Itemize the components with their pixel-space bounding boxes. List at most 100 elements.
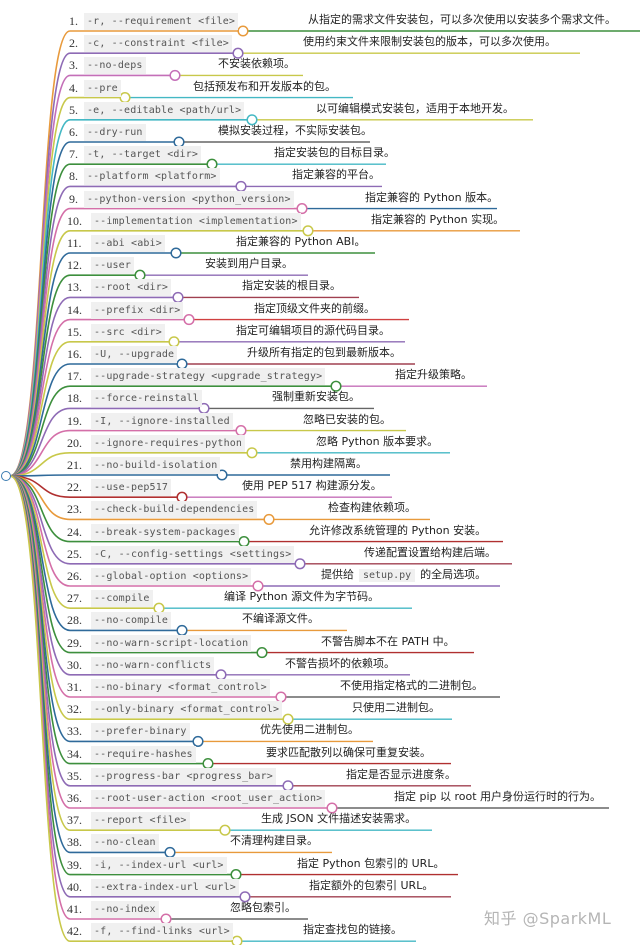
- branch-connector: [9, 474, 217, 477]
- option-flag[interactable]: -I, --ignore-installed: [91, 412, 233, 430]
- option-flag[interactable]: --pre: [84, 79, 121, 97]
- branch-node-circle[interactable]: [219, 824, 231, 836]
- option-description: 指定 Python 包索引的 URL。: [297, 856, 445, 870]
- option-number: 30.: [67, 657, 82, 672]
- option-flag[interactable]: -C, --config-settings <settings>: [91, 545, 295, 563]
- branch-node-circle[interactable]: [183, 314, 195, 326]
- option-description: 指定可编辑项目的源代码目录。: [236, 323, 390, 337]
- branch-node-circle[interactable]: [330, 380, 342, 392]
- branch-node-circle[interactable]: [326, 802, 338, 814]
- option-flag[interactable]: --prefix <dir>: [91, 301, 184, 319]
- option-description: 使用 PEP 517 构建源分发。: [242, 479, 382, 493]
- option-description: 不警告脚本不在 PATH 中。: [321, 634, 455, 648]
- branch-node-circle[interactable]: [231, 935, 243, 945]
- option-flag[interactable]: --user: [91, 257, 135, 275]
- option-flag[interactable]: --no-deps: [84, 57, 146, 75]
- branch-connector: [9, 475, 232, 942]
- option-number: 32.: [67, 702, 82, 717]
- branch-node-circle[interactable]: [237, 25, 249, 37]
- option-description: 不清理构建目录。: [230, 834, 318, 848]
- option-number: 22.: [67, 480, 82, 495]
- option-flag[interactable]: --check-build-dependencies: [91, 501, 258, 519]
- option-flag[interactable]: --root-user-action <root_user_action>: [91, 790, 326, 807]
- option-flag[interactable]: -r, --requirement <file>: [84, 13, 239, 30]
- option-flag[interactable]: --src <dir>: [91, 323, 165, 341]
- option-number: 36.: [67, 791, 82, 805]
- option-description: 检查构建依赖项。: [328, 501, 416, 515]
- branch-node-circle[interactable]: [192, 735, 204, 747]
- option-number: 17.: [67, 369, 82, 384]
- option-description: 指定兼容的 Python 版本。: [365, 190, 499, 204]
- option-flag[interactable]: --use-pep517: [91, 479, 172, 497]
- option-flag[interactable]: --no-compile: [91, 612, 172, 630]
- option-number: 10.: [67, 213, 82, 228]
- option-number: 8.: [69, 169, 78, 184]
- option-description: 指定额外的包索引 URL。: [309, 878, 434, 892]
- option-flag[interactable]: --no-build-isolation: [91, 457, 221, 474]
- option-flag[interactable]: --report <file>: [91, 812, 190, 830]
- option-number: 9.: [69, 191, 78, 206]
- branch-node-circle[interactable]: [246, 447, 258, 459]
- option-number: 41.: [67, 902, 82, 916]
- option-description: 传递配置设置给构建后端。: [364, 545, 496, 559]
- branch-node-circle[interactable]: [252, 580, 264, 592]
- option-flag[interactable]: --no-warn-script-location: [91, 634, 252, 652]
- option-flag[interactable]: --no-warn-conflicts: [91, 656, 215, 674]
- option-description: 从指定的需求文件安装包，可以多次使用以安装多个需求文件。: [308, 13, 616, 26]
- branch-node-circle[interactable]: [282, 713, 294, 725]
- branch-node-circle[interactable]: [170, 247, 182, 259]
- option-flag[interactable]: --platform <platform>: [84, 168, 220, 186]
- branch-node-circle[interactable]: [239, 891, 251, 903]
- option-flag[interactable]: --upgrade-strategy <upgrade_strategy>: [91, 368, 326, 386]
- option-flag[interactable]: --python-version <python_version>: [84, 190, 294, 208]
- option-number: 6.: [69, 125, 78, 139]
- branch-node-circle[interactable]: [232, 47, 244, 59]
- option-flag[interactable]: --prefer-binary: [91, 723, 190, 741]
- branch-node-circle[interactable]: [302, 225, 314, 237]
- option-number: 18.: [67, 391, 82, 406]
- option-flag[interactable]: -U, --upgrade: [91, 346, 178, 363]
- branch-node-circle[interactable]: [256, 647, 268, 659]
- option-description: 不安装依赖项。: [218, 57, 295, 71]
- option-flag[interactable]: -e, --editable <path/url>: [84, 101, 245, 119]
- option-flag[interactable]: -t, --target <dir>: [84, 146, 202, 164]
- option-flag[interactable]: -c, --constraint <file>: [84, 35, 232, 53]
- option-flag[interactable]: --compile: [91, 590, 153, 608]
- option-flag[interactable]: --progress-bar <progress_bar>: [91, 767, 276, 785]
- option-description: 忽略 Python 版本要求。: [316, 434, 439, 448]
- option-description: 不使用指定格式的二进制包。: [340, 679, 483, 692]
- option-description: 指定安装包的目标目录。: [274, 146, 395, 160]
- option-number: 39.: [67, 857, 82, 872]
- option-number: 5.: [69, 102, 78, 117]
- branch-node-circle[interactable]: [294, 558, 306, 570]
- branch-node-circle[interactable]: [263, 513, 275, 525]
- option-flag[interactable]: --no-index: [91, 901, 159, 918]
- root-node[interactable]: [1, 471, 11, 481]
- option-flag[interactable]: --root <dir>: [91, 279, 172, 297]
- option-flag[interactable]: --no-binary <format_control>: [91, 679, 270, 696]
- option-flag[interactable]: --ignore-requires-python: [91, 434, 246, 452]
- option-flag[interactable]: --no-clean: [91, 834, 159, 852]
- option-description: 以可编辑模式安装包，适用于本地开发。: [316, 101, 514, 115]
- branch-node-circle[interactable]: [169, 69, 181, 81]
- option-flag[interactable]: --extra-index-url <url>: [91, 878, 239, 896]
- option-number: 11.: [67, 236, 82, 250]
- option-flag[interactable]: -i, --index-url <url>: [91, 856, 227, 874]
- option-number: 37.: [67, 813, 82, 828]
- branch-node-circle[interactable]: [246, 114, 258, 126]
- option-flag[interactable]: --break-system-packages: [91, 523, 239, 541]
- option-description: 升级所有指定的包到最新版本。: [247, 346, 401, 359]
- option-flag[interactable]: --dry-run: [84, 124, 146, 141]
- option-flag[interactable]: --global-option <options>: [91, 568, 252, 585]
- option-flag[interactable]: --require-hashes: [91, 745, 196, 763]
- option-flag[interactable]: --abi <abi>: [91, 235, 165, 252]
- option-flag[interactable]: -f, --find-links <url>: [91, 923, 233, 941]
- branch-node-circle[interactable]: [296, 203, 308, 215]
- option-description: 不警告损坏的依赖项。: [285, 656, 395, 670]
- option-number: 38.: [67, 835, 82, 850]
- option-flag[interactable]: --force-reinstall: [91, 390, 202, 408]
- option-flag[interactable]: --implementation <implementation>: [91, 212, 301, 230]
- option-flag[interactable]: --only-binary <format_control>: [91, 701, 283, 719]
- option-number: 13.: [67, 280, 82, 295]
